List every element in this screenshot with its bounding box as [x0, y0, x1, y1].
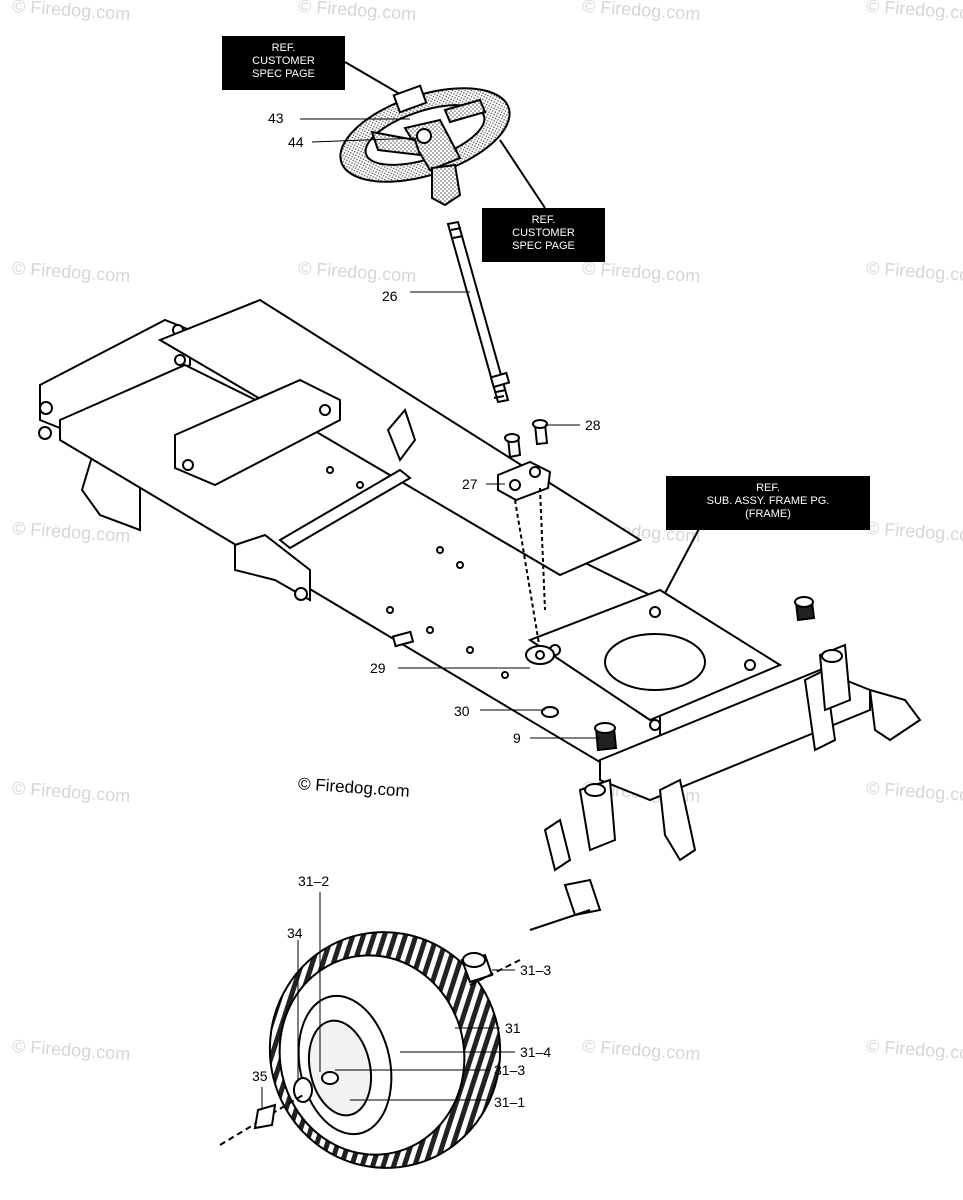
part-label-31-3-upper: 31–3	[520, 962, 552, 978]
ref-callout-wheel-top: REF. CUSTOMER SPEC PAGE	[222, 36, 345, 90]
part-label-29: 29	[370, 660, 386, 676]
part-leaders	[261, 118, 600, 1108]
part-label-31-2: 31–2	[298, 873, 330, 889]
part-label-44: 44	[288, 134, 304, 150]
part-label-35: 35	[252, 1068, 268, 1084]
flange-bushings	[594, 596, 816, 752]
part-label-34: 34	[287, 925, 303, 941]
part-label-28: 28	[585, 417, 601, 433]
ref-callout-wheel-side: REF. CUSTOMER SPEC PAGE	[482, 208, 605, 262]
part-label-31-4: 31–4	[520, 1044, 552, 1060]
tractor-frame	[38, 298, 922, 931]
part-label-26: 26	[382, 288, 398, 304]
steering-gear-parts	[391, 419, 559, 718]
ref-callout-frame: REF. SUB. ASSY. FRAME PG. (FRAME)	[666, 476, 870, 530]
steering-wheel	[339, 84, 511, 207]
part-label-31-1: 31–1	[494, 1094, 526, 1110]
part-label-43: 43	[268, 110, 284, 126]
part-label-31-3-lower: 31–3	[494, 1062, 526, 1078]
part-label-27: 27	[462, 476, 478, 492]
part-label-30: 30	[454, 703, 470, 719]
front-wheel	[219, 931, 521, 1169]
steering-shaft	[446, 220, 511, 404]
part-label-31: 31	[505, 1020, 521, 1036]
part-label-9: 9	[513, 730, 521, 746]
